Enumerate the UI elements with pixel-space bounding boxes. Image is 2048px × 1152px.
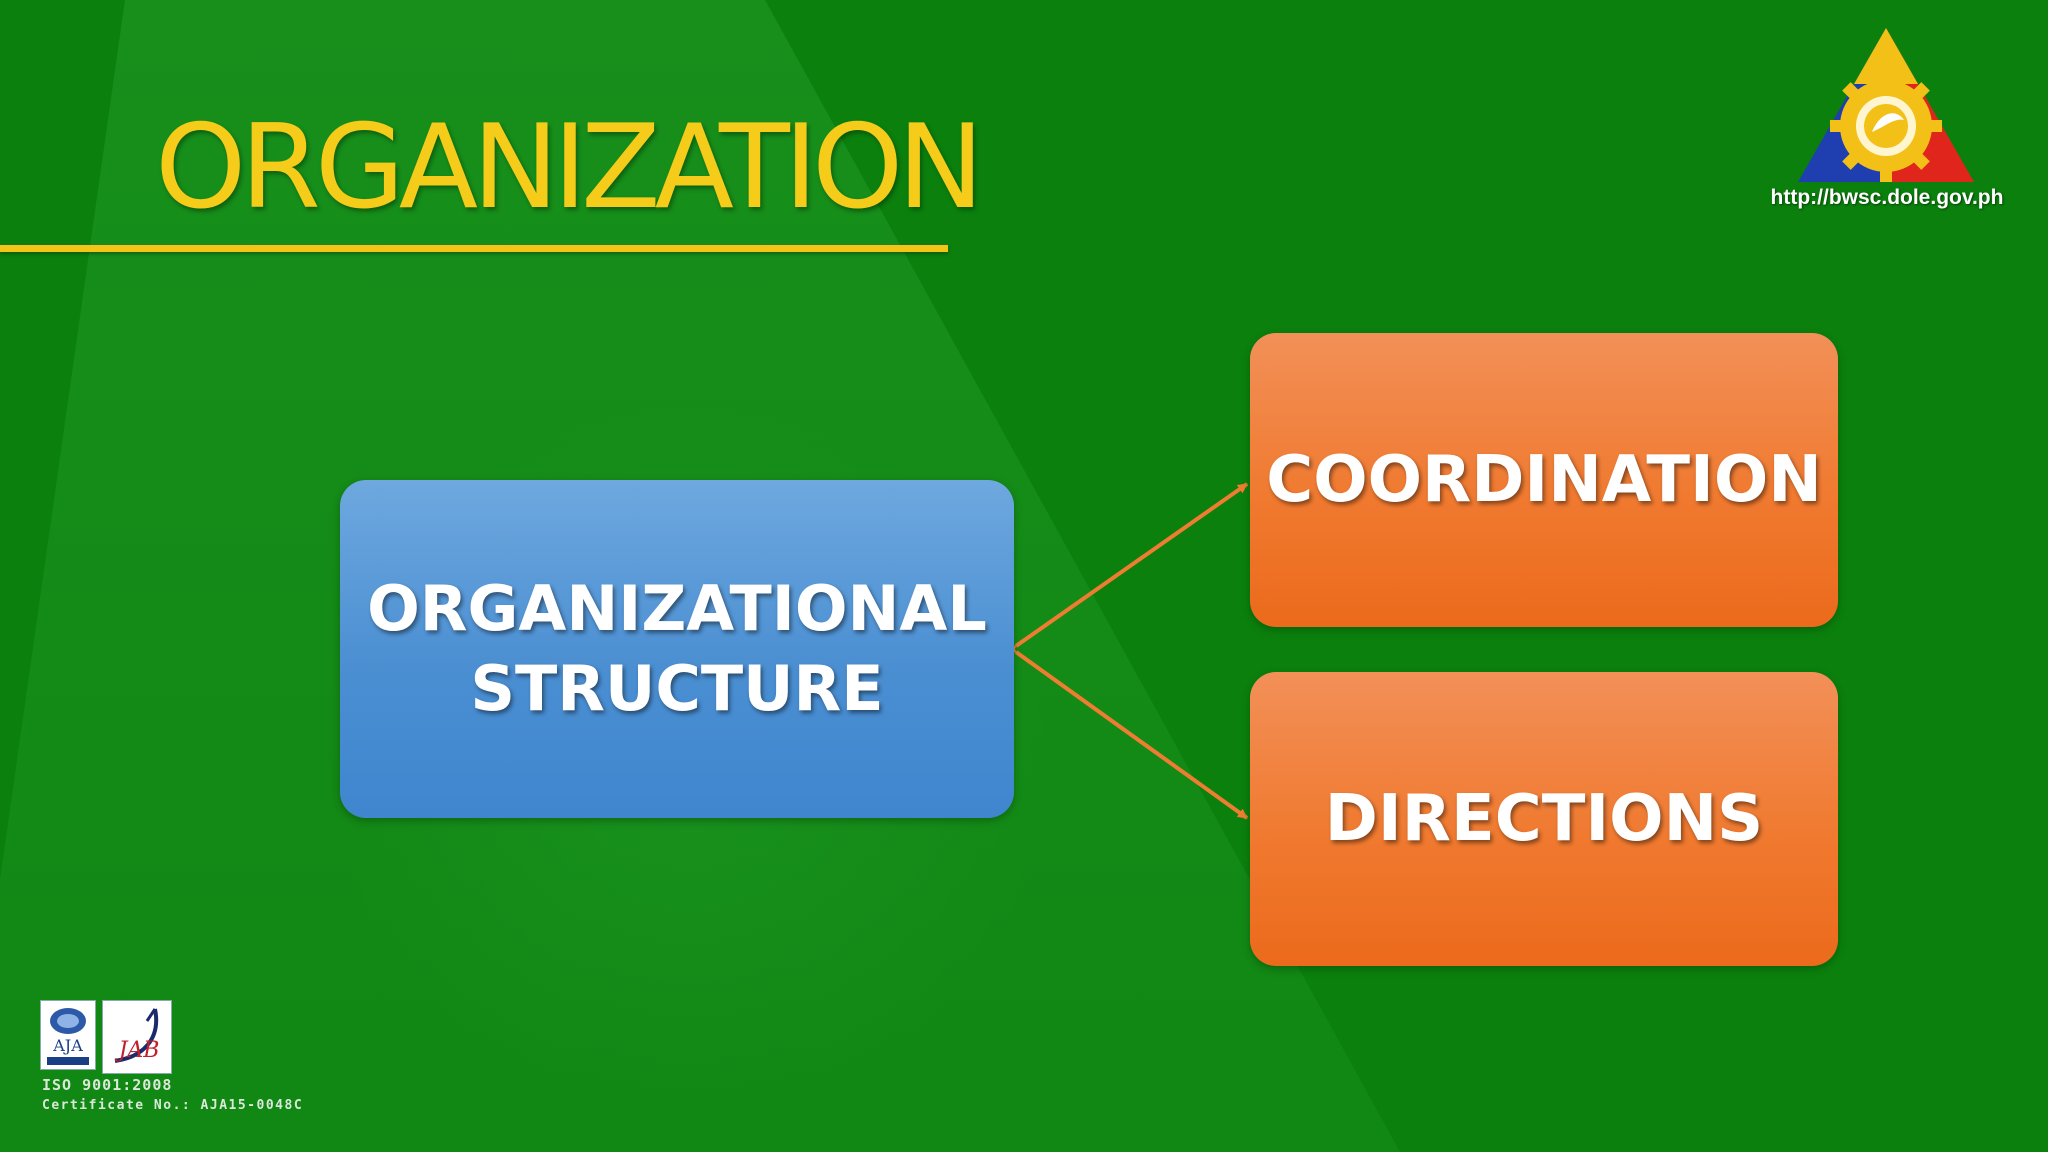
node-label-line2: STRUCTURE [470, 652, 884, 725]
slide-title: ORGANIZATION [155, 100, 984, 235]
aja-badge-icon: AJA [40, 1000, 96, 1070]
jab-badge-icon: JAB [102, 1000, 172, 1074]
connector-coordination [1005, 482, 1249, 656]
node-label: COORDINATION [1266, 443, 1822, 517]
node-label-line1: ORGANIZATIONAL [367, 572, 987, 645]
node-coordination: COORDINATION [1250, 333, 1838, 627]
connector-directions [1005, 642, 1249, 820]
dole-triangle-logo-icon [1798, 28, 1974, 182]
title-underline [0, 245, 948, 252]
iso-label: ISO 9001:2008 [42, 1076, 173, 1094]
website-url: http://bwsc.dole.gov.ph [1770, 186, 2004, 209]
node-label: DIRECTIONS [1324, 782, 1764, 856]
aja-badge-text: AJA [52, 1036, 83, 1055]
jab-badge-text: JAB [115, 1038, 160, 1063]
node-directions: DIRECTIONS [1250, 672, 1838, 966]
certificate-number: Certificate No.: AJA15-0048C [42, 1098, 304, 1113]
dole-logo [1796, 26, 1976, 186]
node-organizational-structure: ORGANIZATIONAL STRUCTURE [340, 480, 1014, 818]
